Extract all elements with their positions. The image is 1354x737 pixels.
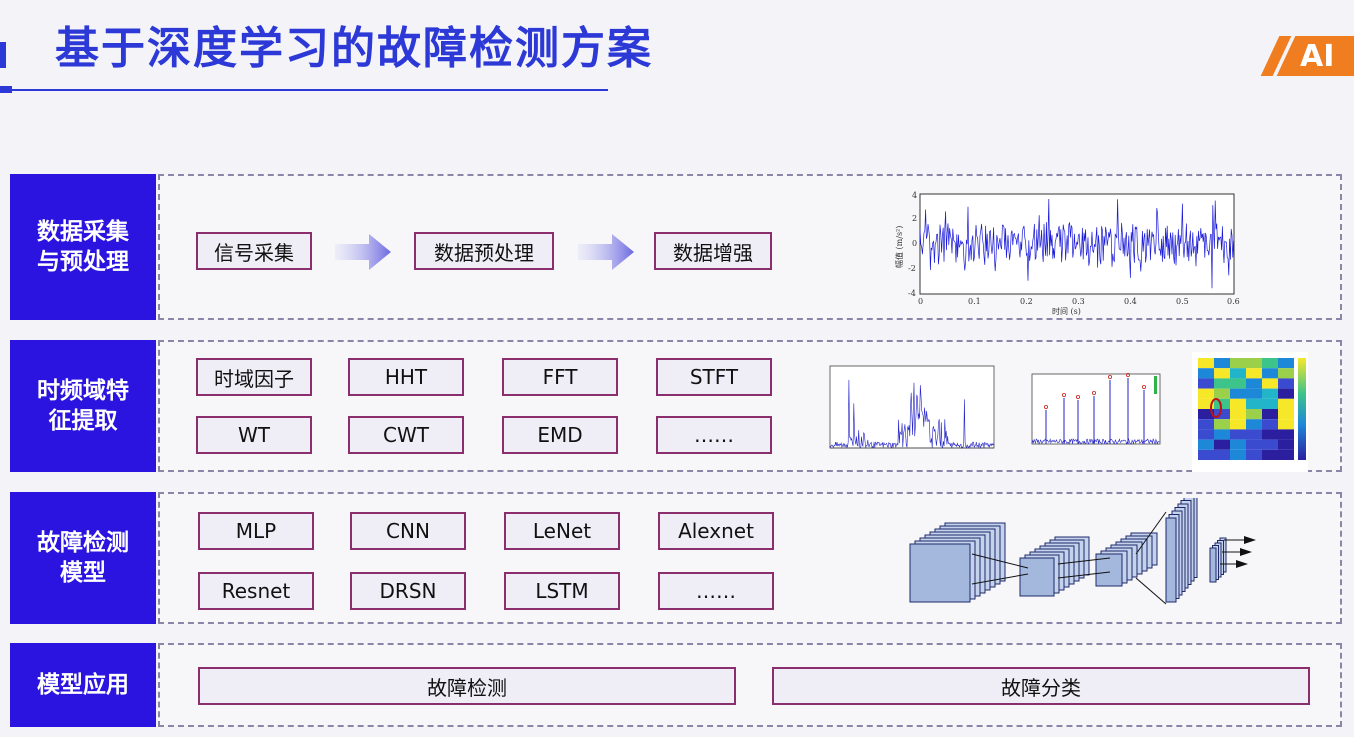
title-underline-dot (0, 86, 12, 93)
x-tick: 0.5 (1176, 297, 1189, 306)
model-resnet: Resnet (198, 572, 314, 610)
y-axis-label: 幅值 (m/s²) (894, 226, 904, 268)
page-title: 基于深度学习的故障检测方案 (55, 23, 653, 74)
model-lenet: LeNet (504, 512, 620, 550)
row-label: 故障检测 模型 (10, 492, 156, 624)
method-fft: FFT (502, 358, 618, 396)
model-lstm: LSTM (504, 572, 620, 610)
cnn-architecture-diagram (909, 498, 1256, 605)
title-underline (0, 89, 608, 91)
brand-logo: AI (1258, 36, 1354, 76)
app-fault-detection: 故障检测 (198, 667, 736, 705)
step-signal-collection: 信号采集 (196, 232, 312, 270)
method-stft: STFT (656, 358, 772, 396)
model-more: …… (658, 572, 774, 610)
method-time-domain: 时域因子 (196, 358, 312, 396)
model-alexnet: Alexnet (658, 512, 774, 550)
row-body: 时域因子 HHT FFT STFT WT CWT EMD …… (158, 340, 1342, 472)
row-label: 数据采集 与预处理 (10, 174, 156, 320)
row-model-application: 模型应用 故障检测 故障分类 (10, 643, 1342, 727)
method-cwt: CWT (348, 416, 464, 454)
row-detection-models: 故障检测 模型 MLP CNN LeNet Alexnet Resnet DRS… (10, 492, 1342, 624)
model-mlp: MLP (198, 512, 314, 550)
step-augmentation: 数据增强 (654, 232, 772, 270)
y-tick: 2 (912, 214, 917, 223)
method-wt: WT (196, 416, 312, 454)
model-drsn: DRSN (350, 572, 466, 610)
heatmap-plot (1192, 352, 1308, 472)
method-emd: EMD (502, 416, 618, 454)
method-hht: HHT (348, 358, 464, 396)
row-data-collection: 数据采集 与预处理 信号采集 数据预处理 数据增强 4 2 0 -2 -4 0 … (10, 174, 1342, 320)
app-fault-classification: 故障分类 (772, 667, 1310, 705)
row-body: MLP CNN LeNet Alexnet Resnet DRSN LSTM …… (158, 492, 1342, 624)
x-tick: 0.3 (1072, 297, 1085, 306)
step-preprocessing: 数据预处理 (414, 232, 554, 270)
row-label: 时频域特 征提取 (10, 340, 156, 472)
title-accent-mark (0, 42, 6, 68)
x-tick: 0 (918, 297, 923, 306)
x-axis-label: 时间 (s) (1052, 306, 1081, 316)
y-tick: 4 (912, 191, 917, 200)
x-tick: 0.4 (1124, 297, 1137, 306)
x-tick: 0.6 (1227, 297, 1240, 306)
spectrum-plot-1 (829, 365, 995, 450)
spectrum-plot-2 (1031, 373, 1161, 445)
y-tick: 0 (912, 239, 917, 248)
row-body: 故障检测 故障分类 (158, 643, 1342, 727)
row-feature-extraction: 时频域特 征提取 时域因子 HHT FFT STFT WT CWT EMD …… (10, 340, 1342, 472)
x-tick: 0.2 (1020, 297, 1033, 306)
y-tick: -2 (908, 264, 916, 273)
model-cnn: CNN (350, 512, 466, 550)
arrow-icon (335, 234, 391, 270)
row-body: 信号采集 数据预处理 数据增强 4 2 0 -2 -4 0 0.1 0.2 0. (158, 174, 1342, 320)
vibration-signal-plot: 4 2 0 -2 -4 0 0.1 0.2 0.3 0.4 0.5 0.6 时间… (894, 191, 1240, 316)
x-tick: 0.1 (968, 297, 981, 306)
method-more: …… (656, 416, 772, 454)
y-tick: -4 (908, 289, 916, 298)
arrow-icon (578, 234, 634, 270)
logo-text: AI (1300, 39, 1335, 74)
row-label: 模型应用 (10, 643, 156, 727)
